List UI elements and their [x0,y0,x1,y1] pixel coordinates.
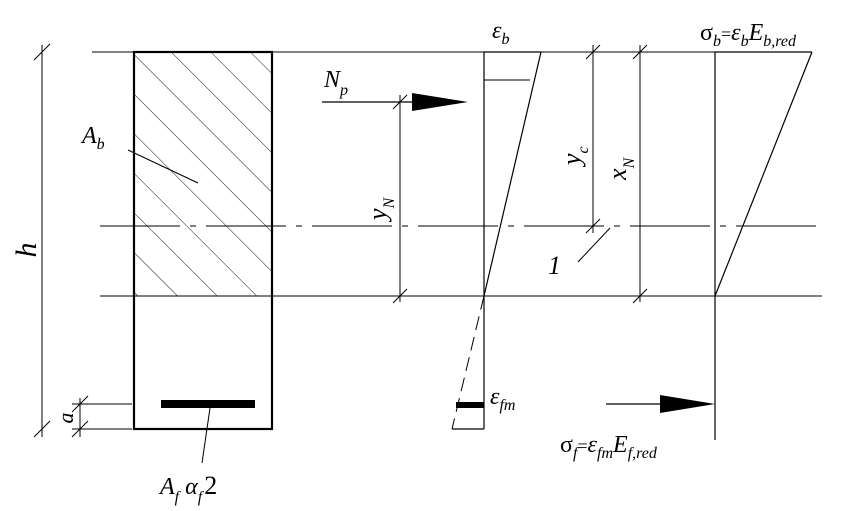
ab-leader [127,149,199,184]
yn-label: yN [363,196,398,223]
yn-tick-top [392,94,408,110]
af-leader [201,407,211,464]
strain-profile-line [483,51,542,297]
h-tick-bottom [33,420,51,438]
ab-label: Ab [80,123,105,153]
hatched-compression-zone [134,52,272,296]
xn-tick-bottom [632,288,648,304]
a-tick-bottom [71,420,89,438]
sigma-b-label: σb=εbEb,red [700,20,797,50]
yc-tick-top [585,44,601,60]
eps-fm-bar [456,402,484,408]
h-tick-top [33,43,51,61]
yn-tick-bottom [392,288,408,304]
yc-tick-bottom [585,218,601,234]
reinforcement-bar [161,400,255,408]
one-label: 1 [548,251,561,280]
sigma-f-arrow-head [660,395,715,413]
strain-extension-dashed [451,295,485,430]
h-label: h [10,243,43,258]
np-label: Np [323,67,348,99]
eps-b-label: εb [492,18,509,48]
eps-fm-label: εfm [490,384,515,414]
a-label: a [53,413,78,424]
xn-tick-top [632,44,648,60]
sigma-f-label: σf=εfmEf,red [560,432,658,462]
one-leader [577,227,611,263]
a-tick-top [71,395,89,413]
cross-section [132,50,274,431]
yc-label: yc [557,146,592,168]
xn-label: xN [603,156,638,181]
np-arrow-head [412,93,468,111]
stress-profile-line [714,51,813,297]
